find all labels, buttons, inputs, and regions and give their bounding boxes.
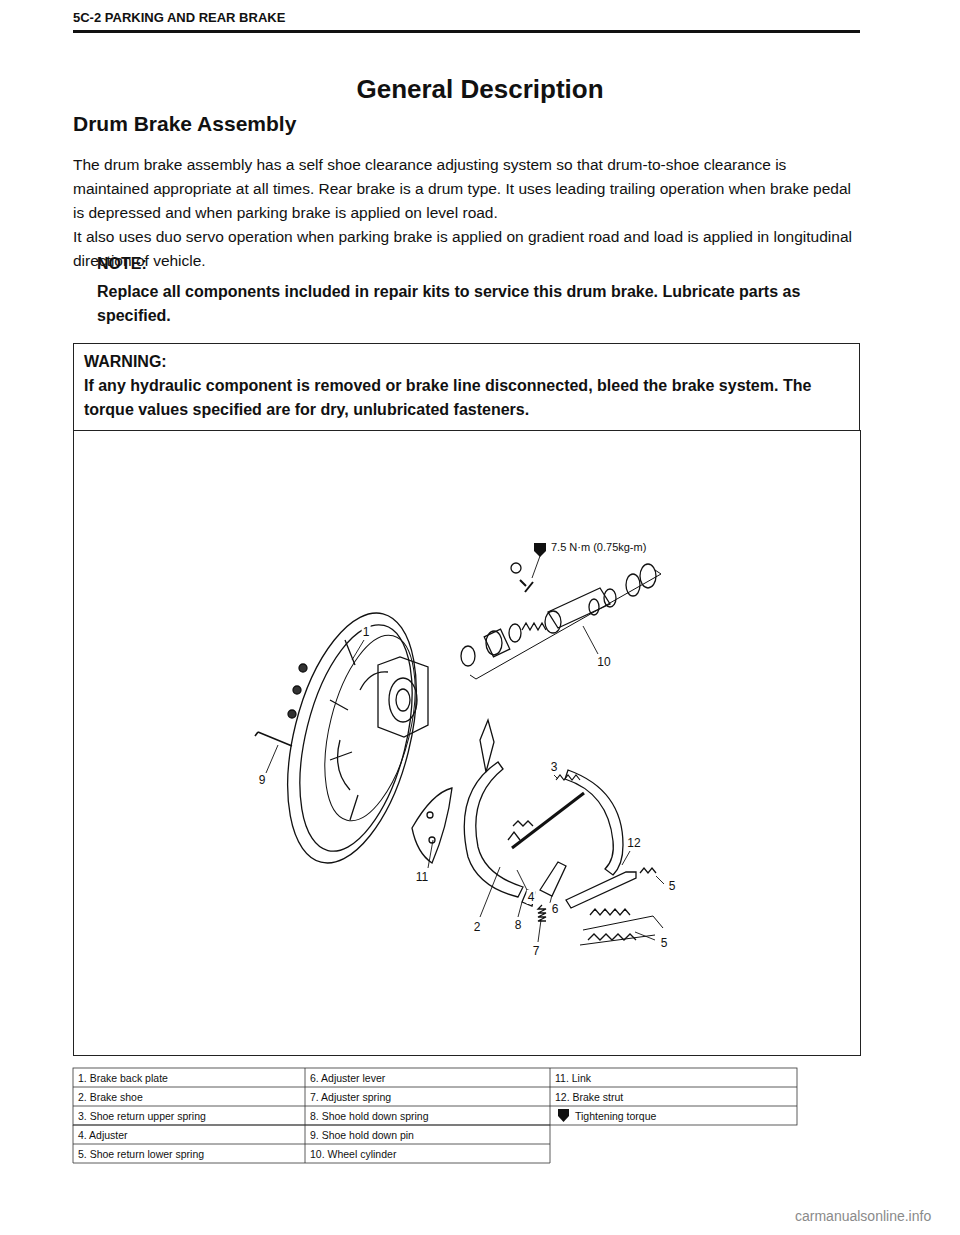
table-cell: 3. Shoe return upper spring (78, 1111, 206, 1122)
leader-lines (266, 556, 664, 942)
warning-heading: WARNING: (84, 350, 849, 374)
body-paragraph: The drum brake assembly has a self shoe … (73, 153, 860, 225)
page-title: General Description (356, 74, 603, 105)
body-paragraph: It also uses duo servo operation when pa… (73, 225, 860, 273)
brake-shoe-right (565, 770, 623, 875)
table-cell: 7. Adjuster spring (310, 1092, 391, 1103)
callout-number: 10 (596, 655, 611, 669)
callout-number: 2 (473, 920, 482, 934)
table-cell: 5. Shoe return lower spring (78, 1149, 204, 1160)
table-cell: 11. Link (555, 1073, 591, 1084)
warning-text: If any hydraulic component is removed or… (84, 374, 849, 422)
legend-table-grid (73, 1068, 797, 1163)
callout-number: 6 (551, 902, 560, 916)
table-cell: 9. Shoe hold down pin (310, 1130, 414, 1141)
brake-shoe (464, 762, 523, 897)
table-cell: Tightening torque (575, 1111, 656, 1122)
callout-number: 1 (362, 625, 371, 639)
callout-number: 11 (415, 870, 429, 884)
watermark: carmanualsonline.info (795, 1208, 931, 1224)
note-text: Replace all components included in repai… (97, 280, 857, 328)
figure-frame (74, 431, 861, 1056)
table-cell: 8. Shoe hold down spring (310, 1111, 429, 1122)
hold-down-pin (255, 732, 292, 746)
section-heading: Drum Brake Assembly (73, 112, 296, 136)
brake-strut (566, 872, 636, 908)
callout-number: 5 (668, 879, 677, 893)
table-cell: 1. Brake back plate (78, 1073, 168, 1084)
table-cell: 2. Brake shoe (78, 1092, 143, 1103)
callout-number: 8 (514, 918, 523, 932)
adjuster (512, 793, 584, 848)
callout-number: 12 (626, 836, 641, 850)
warning-box: WARNING:If any hydraulic component is re… (73, 343, 860, 431)
torque-icon (558, 1109, 569, 1122)
callout-number: 3 (550, 760, 559, 774)
callout-number: 4 (527, 890, 536, 904)
hub-flange (378, 657, 428, 737)
adjuster-lever (540, 862, 566, 896)
link (412, 788, 452, 863)
callout-number: 9 (258, 773, 267, 787)
header-rule (73, 30, 860, 33)
note-heading: NOTE: (97, 252, 147, 276)
torque-value: 7.5 N·m (0.75kg-m) (551, 541, 646, 553)
lower-spring (583, 916, 663, 930)
table-cell: 4. Adjuster (78, 1130, 128, 1141)
torque-icon (534, 543, 546, 557)
table-cell: 12. Brake strut (555, 1092, 623, 1103)
assembly-bracket (470, 570, 661, 679)
table-cell: 6. Adjuster lever (310, 1073, 385, 1084)
running-header: 5C-2 PARKING AND REAR BRAKE (73, 10, 285, 25)
callout-number: 5 (660, 936, 669, 950)
table-cell: 10. Wheel cylinder (310, 1149, 396, 1160)
exploded-view (255, 563, 663, 945)
callout-number: 7 (532, 944, 541, 958)
